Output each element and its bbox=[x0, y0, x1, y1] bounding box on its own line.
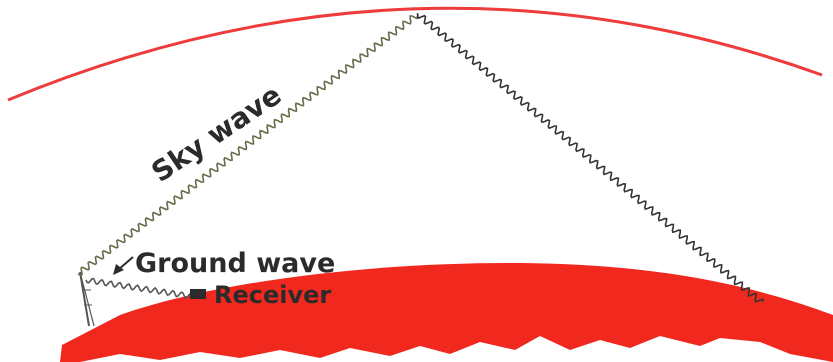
ground-wave-label: Ground wave bbox=[135, 248, 335, 279]
ground-wave-path bbox=[86, 279, 190, 298]
sky-wave-down-path bbox=[417, 14, 763, 302]
ground-wave-arrow-icon bbox=[113, 257, 133, 275]
receiver-icon bbox=[190, 289, 206, 299]
ionosphere-arc bbox=[8, 8, 822, 100]
receiver-label: Receiver bbox=[214, 281, 331, 309]
sky-wave-up-path bbox=[78, 13, 418, 275]
